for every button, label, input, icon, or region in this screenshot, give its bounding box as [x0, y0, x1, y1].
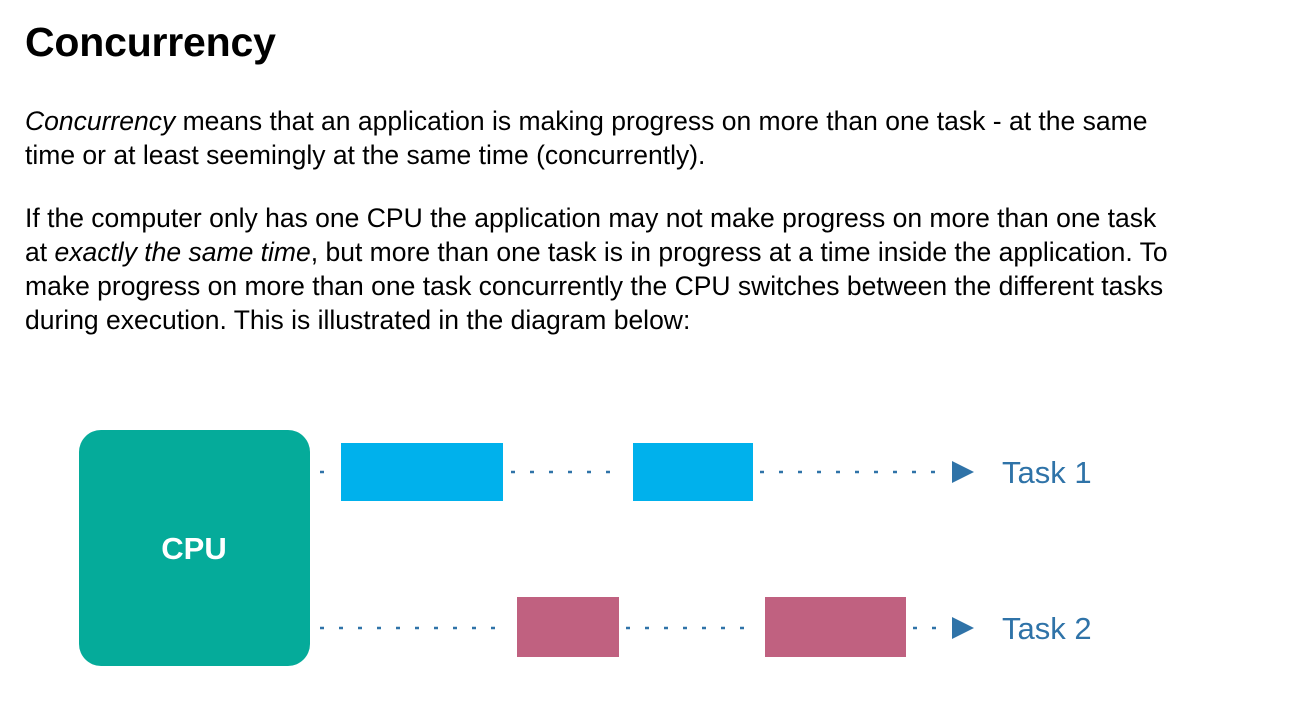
paragraph2-line3-text: make progress on more than one task conc… — [25, 271, 1164, 301]
intro-paragraph: Concurrency means that an application is… — [25, 104, 1293, 172]
task2-execution-slot — [517, 597, 619, 657]
page-title: Concurrency — [25, 19, 276, 65]
task2-execution-slot — [765, 597, 906, 657]
paragraph2-line2-start: at — [25, 237, 55, 267]
paragraph1-line1-text: means that an application is making prog… — [175, 106, 1148, 136]
paragraph2-line1-text: If the computer only has one CPU the app… — [25, 203, 1157, 233]
task1-execution-slot — [341, 443, 503, 501]
task2-timeline: Task 2 — [320, 597, 1092, 657]
cpu-block — [79, 430, 310, 666]
exact-time-emphasis: exactly the same time — [54, 237, 311, 267]
explanation-paragraph: If the computer only has one CPU the app… — [25, 201, 1293, 337]
task1-execution-slot — [633, 443, 753, 501]
task2-arrow-icon — [952, 617, 974, 639]
task1-timeline: Task 1 — [320, 443, 1092, 501]
paragraph2-line2-rest: , but more than one task is in progress … — [310, 237, 1168, 267]
paragraph2-line4-text: during execution. This is illustrated in… — [25, 305, 691, 335]
concurrency-emphasis: Concurrency — [25, 106, 176, 136]
paragraph1-line2-text: time or at least seemingly at the same t… — [25, 140, 706, 170]
task1-label: Task 1 — [1002, 455, 1092, 490]
cpu-label: CPU — [161, 531, 226, 566]
task2-label: Task 2 — [1002, 611, 1092, 646]
task1-arrow-icon — [952, 461, 974, 483]
